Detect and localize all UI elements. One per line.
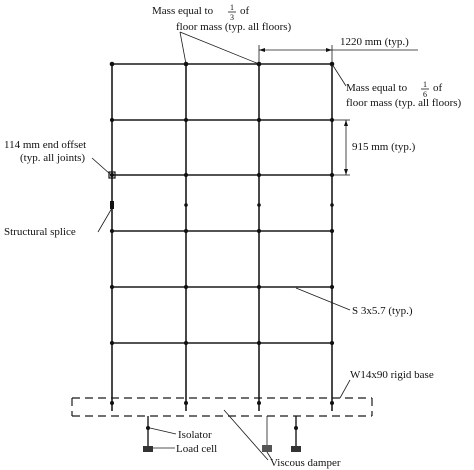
base-node — [110, 401, 114, 405]
side-mass-frac-num: 1 — [423, 80, 427, 89]
leader-isolator — [149, 427, 177, 435]
splice-label: Structural splice — [4, 226, 76, 238]
joint-node — [183, 284, 189, 290]
leader-damper — [266, 451, 273, 461]
leaders — [91, 31, 351, 461]
joint-node — [183, 172, 189, 178]
joint-node — [183, 228, 189, 234]
load-cell-label: Load cell — [176, 443, 217, 455]
top-mass-prefix: Mass equal to — [152, 5, 214, 17]
joint-node — [183, 340, 189, 346]
end-offset-line1: 114 mm end offset — [4, 139, 86, 151]
joint-node — [109, 117, 115, 123]
joint-node — [109, 172, 115, 178]
joint-nodes — [109, 61, 335, 405]
splice-marker — [110, 201, 114, 209]
side-mass-line2: floor mass (typ. all floors) — [346, 97, 462, 109]
joint-node — [329, 117, 335, 123]
joint-node — [256, 172, 262, 178]
splice-node — [257, 203, 261, 207]
base-node — [184, 401, 188, 405]
top-mass-frac-den: 3 — [230, 13, 234, 22]
damper-label: Viscous damper — [270, 457, 341, 469]
leader-base — [339, 379, 351, 399]
joint-node — [329, 228, 335, 234]
story-dimension — [334, 119, 350, 176]
side-mass-frac-den: 6 — [423, 90, 427, 99]
joint-node — [256, 340, 262, 346]
joint-node — [329, 340, 335, 346]
base-node — [330, 401, 334, 405]
leader-side-mass — [331, 63, 347, 87]
end-offset-marker — [108, 171, 116, 179]
joint-node — [329, 172, 335, 178]
end-offset-line2: (typ. all joints) — [20, 152, 85, 164]
joint-node — [256, 228, 262, 234]
beams — [112, 63, 332, 344]
column-section-label: S 3x5.7 (typ.) — [352, 305, 413, 317]
damper-body — [262, 445, 272, 452]
leader-splice — [97, 207, 113, 233]
joint-node — [109, 228, 115, 234]
bay-dim-arrow-left — [259, 48, 265, 52]
joint-node — [183, 117, 189, 123]
columns — [111, 64, 333, 411]
support-devices — [143, 416, 301, 452]
isolator-node — [146, 426, 150, 430]
joint-node — [109, 340, 115, 346]
leader-top-mass-2 — [179, 31, 260, 65]
joint-node — [256, 284, 262, 290]
leader-top-mass — [179, 31, 187, 65]
side-mass-suffix: of — [433, 82, 443, 94]
base-label: W14x90 rigid base — [350, 369, 434, 381]
side-mass-prefix: Mass equal to — [346, 82, 408, 94]
top-mass-frac-num: 1 — [230, 3, 234, 12]
splice-node — [330, 203, 334, 207]
isolator-label: Isolator — [178, 429, 212, 441]
load-cell-left — [143, 446, 153, 452]
top-mass-suffix: of — [240, 5, 250, 17]
leader-damper-to-base — [223, 409, 269, 461]
load-cell-right — [291, 446, 301, 452]
story-dim-arrow-bottom — [344, 169, 348, 175]
bay-width-label: 1220 mm (typ.) — [340, 36, 409, 48]
annotations: Mass equal to 1 3 of floor mass (typ. al… — [4, 3, 462, 469]
joint-node — [329, 284, 335, 290]
joint-node — [329, 61, 335, 67]
joint-node — [109, 61, 115, 67]
bay-dimension — [258, 45, 418, 62]
isolator-node — [294, 426, 298, 430]
top-mass-line2: floor mass (typ. all floors) — [176, 21, 292, 33]
story-dim-arrow-top — [344, 120, 348, 126]
leader-end-offset — [91, 157, 111, 175]
joint-node — [256, 117, 262, 123]
leader-column-section — [295, 287, 351, 311]
rigid-base — [71, 397, 373, 417]
base-node — [257, 401, 261, 405]
splice-node — [184, 203, 188, 207]
bay-dim-arrow-right — [326, 48, 332, 52]
joint-node — [109, 284, 115, 290]
story-height-label: 915 mm (typ.) — [352, 141, 416, 153]
